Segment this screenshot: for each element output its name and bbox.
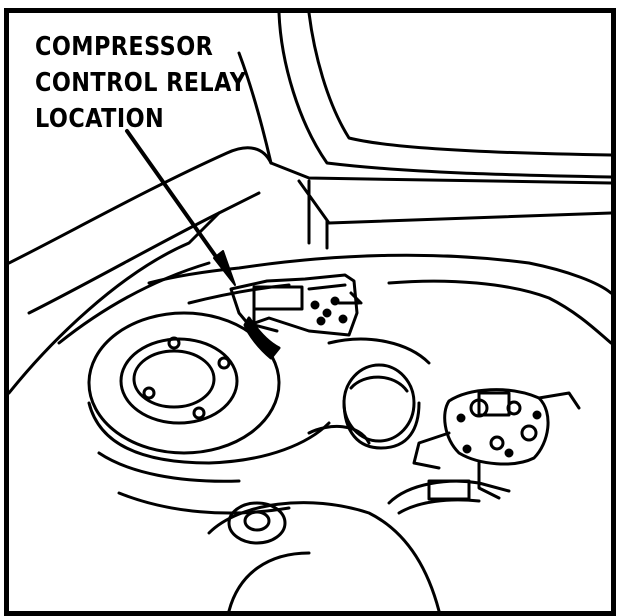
hood-frame <box>237 13 611 250</box>
location-arrow <box>125 129 236 286</box>
relay-location-label: COMPRESSOR CONTROL RELAY LOCATION <box>35 29 246 137</box>
label-line-3: LOCATION <box>35 104 165 134</box>
engine-bay-drawing <box>9 13 611 611</box>
label-line-1: COMPRESSOR <box>35 32 214 62</box>
illustration-frame: COMPRESSOR CONTROL RELAY LOCATION <box>4 8 616 616</box>
distributor-assembly <box>387 388 581 515</box>
strut-tower <box>87 311 331 483</box>
relay-bracket <box>229 273 363 360</box>
label-line-2: CONTROL RELAY <box>35 68 247 98</box>
canister <box>342 363 421 450</box>
lower-body <box>117 337 441 611</box>
